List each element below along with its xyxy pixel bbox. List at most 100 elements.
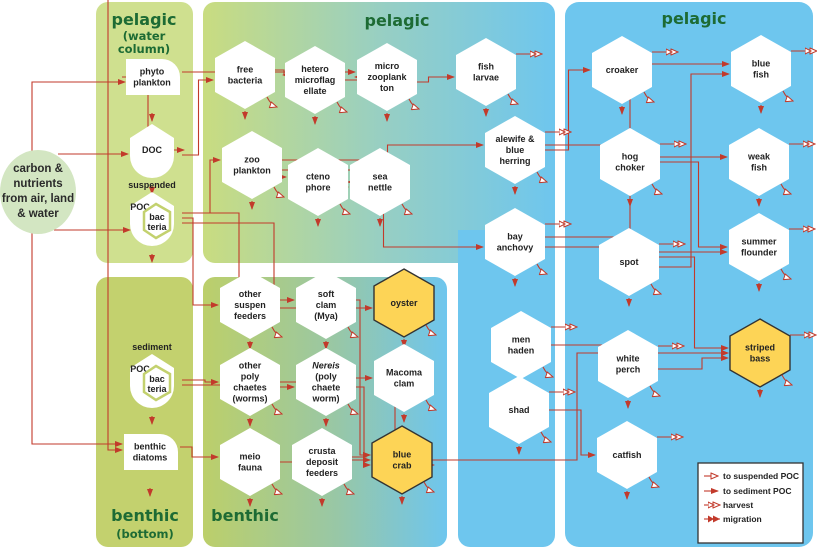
zone-title-pelagic-left: pelagic	[111, 10, 176, 29]
node-label: diatoms	[133, 453, 168, 463]
node-label: bass	[750, 354, 771, 364]
zone-subtitle-column: column)	[118, 42, 170, 56]
hexagon-shape	[731, 35, 791, 103]
node-label: alewife &	[495, 134, 535, 144]
node-label: poly	[241, 372, 260, 382]
hexagon-shape	[292, 428, 352, 496]
node-label: plankton	[233, 166, 271, 176]
node-label: choker	[615, 163, 645, 173]
box-shape	[126, 59, 180, 95]
node-label: hog	[622, 152, 639, 162]
node-spot[interactable]: spot	[599, 228, 685, 307]
node-label: feeders	[306, 468, 338, 478]
node-label: larvae	[473, 73, 499, 83]
node-label: fish	[753, 70, 769, 80]
to-suspended-poc-arrow-icon	[347, 403, 358, 414]
hexagon-shape	[489, 376, 549, 444]
hexagon-shape	[491, 311, 551, 379]
node-caption: suspended	[128, 180, 176, 190]
to-suspended-poc-arrow-icon	[643, 91, 654, 102]
node-label: suspen	[234, 300, 266, 310]
node-catfish[interactable]: catfish	[597, 421, 683, 500]
hexagon-shape	[215, 41, 275, 109]
hexagon-shape	[456, 38, 516, 106]
node-croaker[interactable]: croaker	[592, 36, 678, 115]
hexagon-shape	[373, 268, 435, 338]
hexagon-shape	[729, 128, 789, 196]
to-suspended-poc-arrow-icon	[536, 263, 547, 274]
node-label: deposit	[306, 457, 338, 467]
hexagon-shape	[374, 344, 434, 412]
node-label: soft	[318, 289, 335, 299]
trophic-link-hogchoker-to-flounder	[660, 161, 728, 250]
node-label: chaetes	[233, 383, 267, 393]
bacteria-hexagon-icon	[142, 364, 172, 402]
node-label: summer	[741, 237, 777, 247]
trophic-link-spoc-to-suspfeed	[182, 217, 219, 308]
node-label: plankton	[133, 78, 171, 88]
zone-subtitle-water: (water	[123, 29, 166, 43]
to-suspended-poc-arrow-icon	[343, 483, 354, 494]
node-label: phyto	[140, 67, 165, 77]
node-label: ton	[380, 83, 394, 93]
bacteria-label: teria	[147, 384, 167, 394]
to-suspended-poc-arrow-icon	[401, 203, 412, 214]
node-label: chaete	[312, 383, 341, 393]
zone-title-benthic-left: benthic	[111, 506, 179, 525]
node-label: hetero	[301, 64, 329, 74]
legend-label: to suspended POC	[723, 471, 799, 481]
to-suspended-poc-arrow-icon	[780, 183, 791, 194]
to-suspended-poc-arrow-icon	[425, 399, 436, 410]
to-suspended-poc-arrow-icon	[781, 374, 792, 385]
node-label: zoo	[244, 155, 260, 165]
to-suspended-poc-arrow-icon	[780, 268, 791, 279]
node-label: men	[512, 335, 531, 345]
source-line: nutrients	[13, 178, 62, 190]
hexagon-shape	[485, 116, 545, 184]
trophic-link-softclam-to-bluecrab	[356, 299, 371, 458]
box-shape	[124, 434, 178, 470]
node-label: nettle	[368, 183, 392, 193]
node-shad[interactable]: shad	[489, 376, 575, 455]
zone-benthic-bottom	[96, 277, 193, 547]
bacteria-label: teria	[147, 222, 167, 232]
to-suspended-poc-arrow-icon	[425, 324, 436, 335]
node-label: catfish	[612, 450, 641, 460]
node-oyster[interactable]: oyster	[373, 268, 436, 348]
hexagon-shape	[222, 131, 282, 199]
hexagon-shape	[288, 148, 348, 216]
to-suspended-poc-arrow-icon	[649, 385, 660, 396]
hexagon-shape	[598, 330, 658, 398]
trophic-link-sedpoc-to-polych	[182, 379, 219, 385]
node-label: blue	[506, 145, 525, 155]
node-label: POC	[130, 202, 150, 212]
